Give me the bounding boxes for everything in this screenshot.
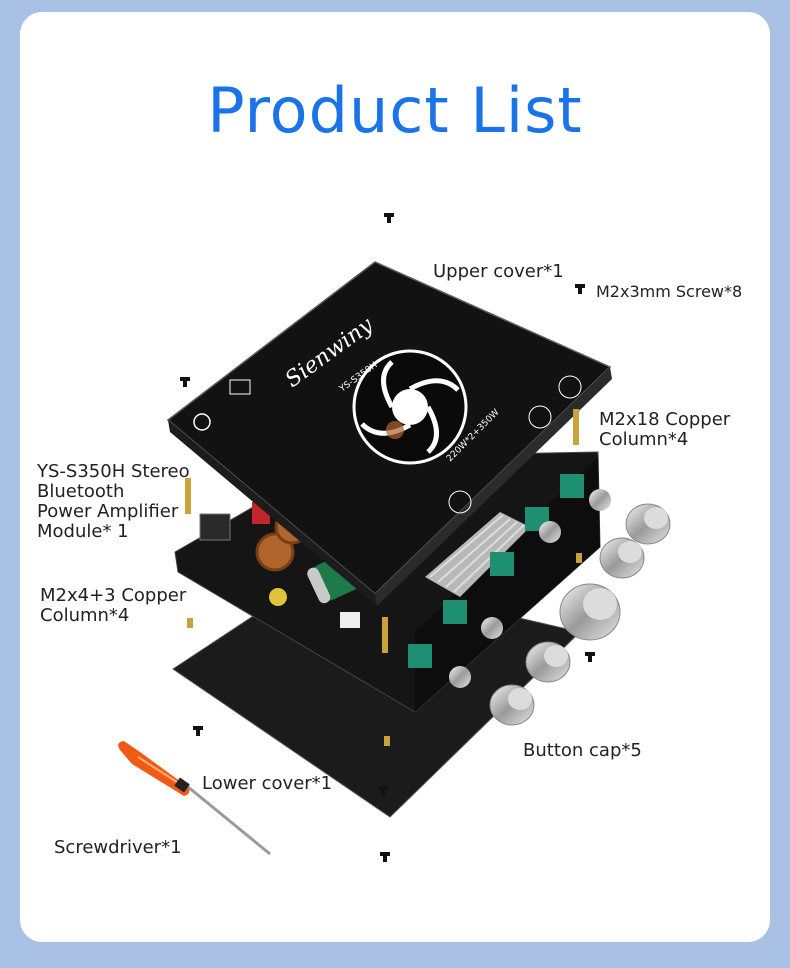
label-copper-column-4-line1: M2x4+3 Copper [40, 585, 187, 606]
copper-column-icon [185, 478, 191, 514]
dial-marking [528, 405, 552, 429]
knob-shaft [449, 666, 471, 688]
label-upper-cover: Upper cover*1 [433, 261, 564, 282]
potentiometer [490, 552, 514, 576]
label-copper-column-18-line2: Column*4 [599, 429, 689, 450]
screw-icon [180, 377, 190, 387]
inductor-left [255, 532, 295, 572]
potentiometer [443, 600, 467, 624]
potentiometer [408, 644, 432, 668]
label-copper-column-4-line2: Column*4 [40, 605, 130, 626]
knob-icon [489, 684, 535, 726]
label-copper-column-18-line1: M2x18 Copper [599, 409, 731, 430]
heatsink [425, 512, 530, 597]
product-illustration: Sienwiny YS-S350H 220W*2+350W [118, 213, 671, 862]
label-module-line3: Power Amplifier [37, 501, 179, 522]
screw-icon [378, 786, 388, 796]
screw-icon [585, 652, 595, 662]
knob-icon [599, 537, 645, 579]
potentiometer [560, 474, 584, 498]
copper-column-icon [573, 409, 579, 445]
knob-icon [525, 641, 571, 683]
display-window [229, 379, 251, 395]
copper-column-icon [382, 617, 388, 653]
product-card: Product List [20, 12, 770, 942]
small-capacitor [269, 588, 287, 606]
knob-icon [559, 583, 621, 641]
screw-icon [193, 726, 203, 736]
label-screw: M2x3mm Screw*8 [596, 282, 743, 301]
power-jack [199, 513, 231, 541]
knob-shaft [539, 521, 561, 543]
screw-icon [384, 213, 394, 223]
knob-shaft [481, 617, 503, 639]
screw-icon [383, 487, 393, 497]
copper-column-icon [187, 618, 193, 628]
label-module-line1: YS-S350H Stereo [37, 461, 190, 482]
label-module-line2: Bluetooth [37, 481, 125, 502]
connector-white [340, 612, 360, 628]
label-screwdriver: Screwdriver*1 [54, 837, 182, 858]
screwdriver-icon [118, 741, 271, 856]
dial-marking [558, 375, 582, 399]
upper-cover: Sienwiny YS-S350H 220W*2+350W [166, 261, 612, 606]
screw-icon [575, 284, 585, 294]
fan-window [352, 349, 468, 465]
label-module-line4: Module* 1 [37, 521, 129, 542]
power-icon [193, 413, 211, 431]
screw-icon [380, 852, 390, 862]
copper-column-icon [384, 736, 390, 746]
label-lower-cover: Lower cover*1 [202, 773, 333, 794]
dial-marking [448, 490, 472, 514]
knob-shaft [589, 489, 611, 511]
label-button-cap: Button cap*5 [523, 740, 642, 761]
page-title: Product List [207, 74, 583, 147]
knob-icon [625, 503, 671, 545]
copper-column-icon [576, 553, 582, 563]
